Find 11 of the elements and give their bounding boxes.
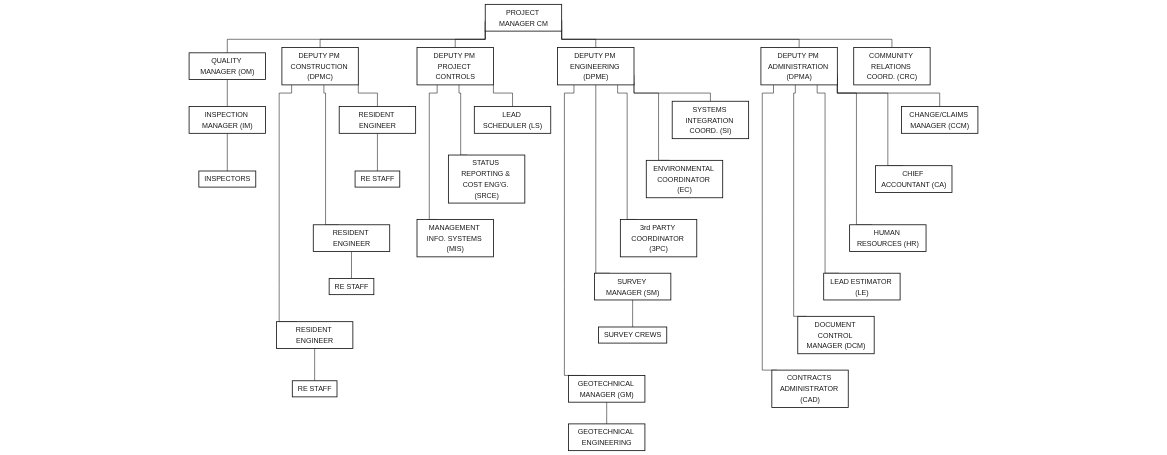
- connector: [632, 299, 633, 328]
- connector: [606, 401, 607, 425]
- connector: [429, 84, 438, 220]
- connector: [227, 133, 228, 172]
- connector: [314, 348, 315, 382]
- connector: [454, 29, 486, 48]
- connector: [358, 83, 378, 107]
- connector: [227, 79, 228, 107]
- connector: [377, 133, 378, 172]
- connector: [351, 251, 352, 279]
- connector: [493, 83, 513, 107]
